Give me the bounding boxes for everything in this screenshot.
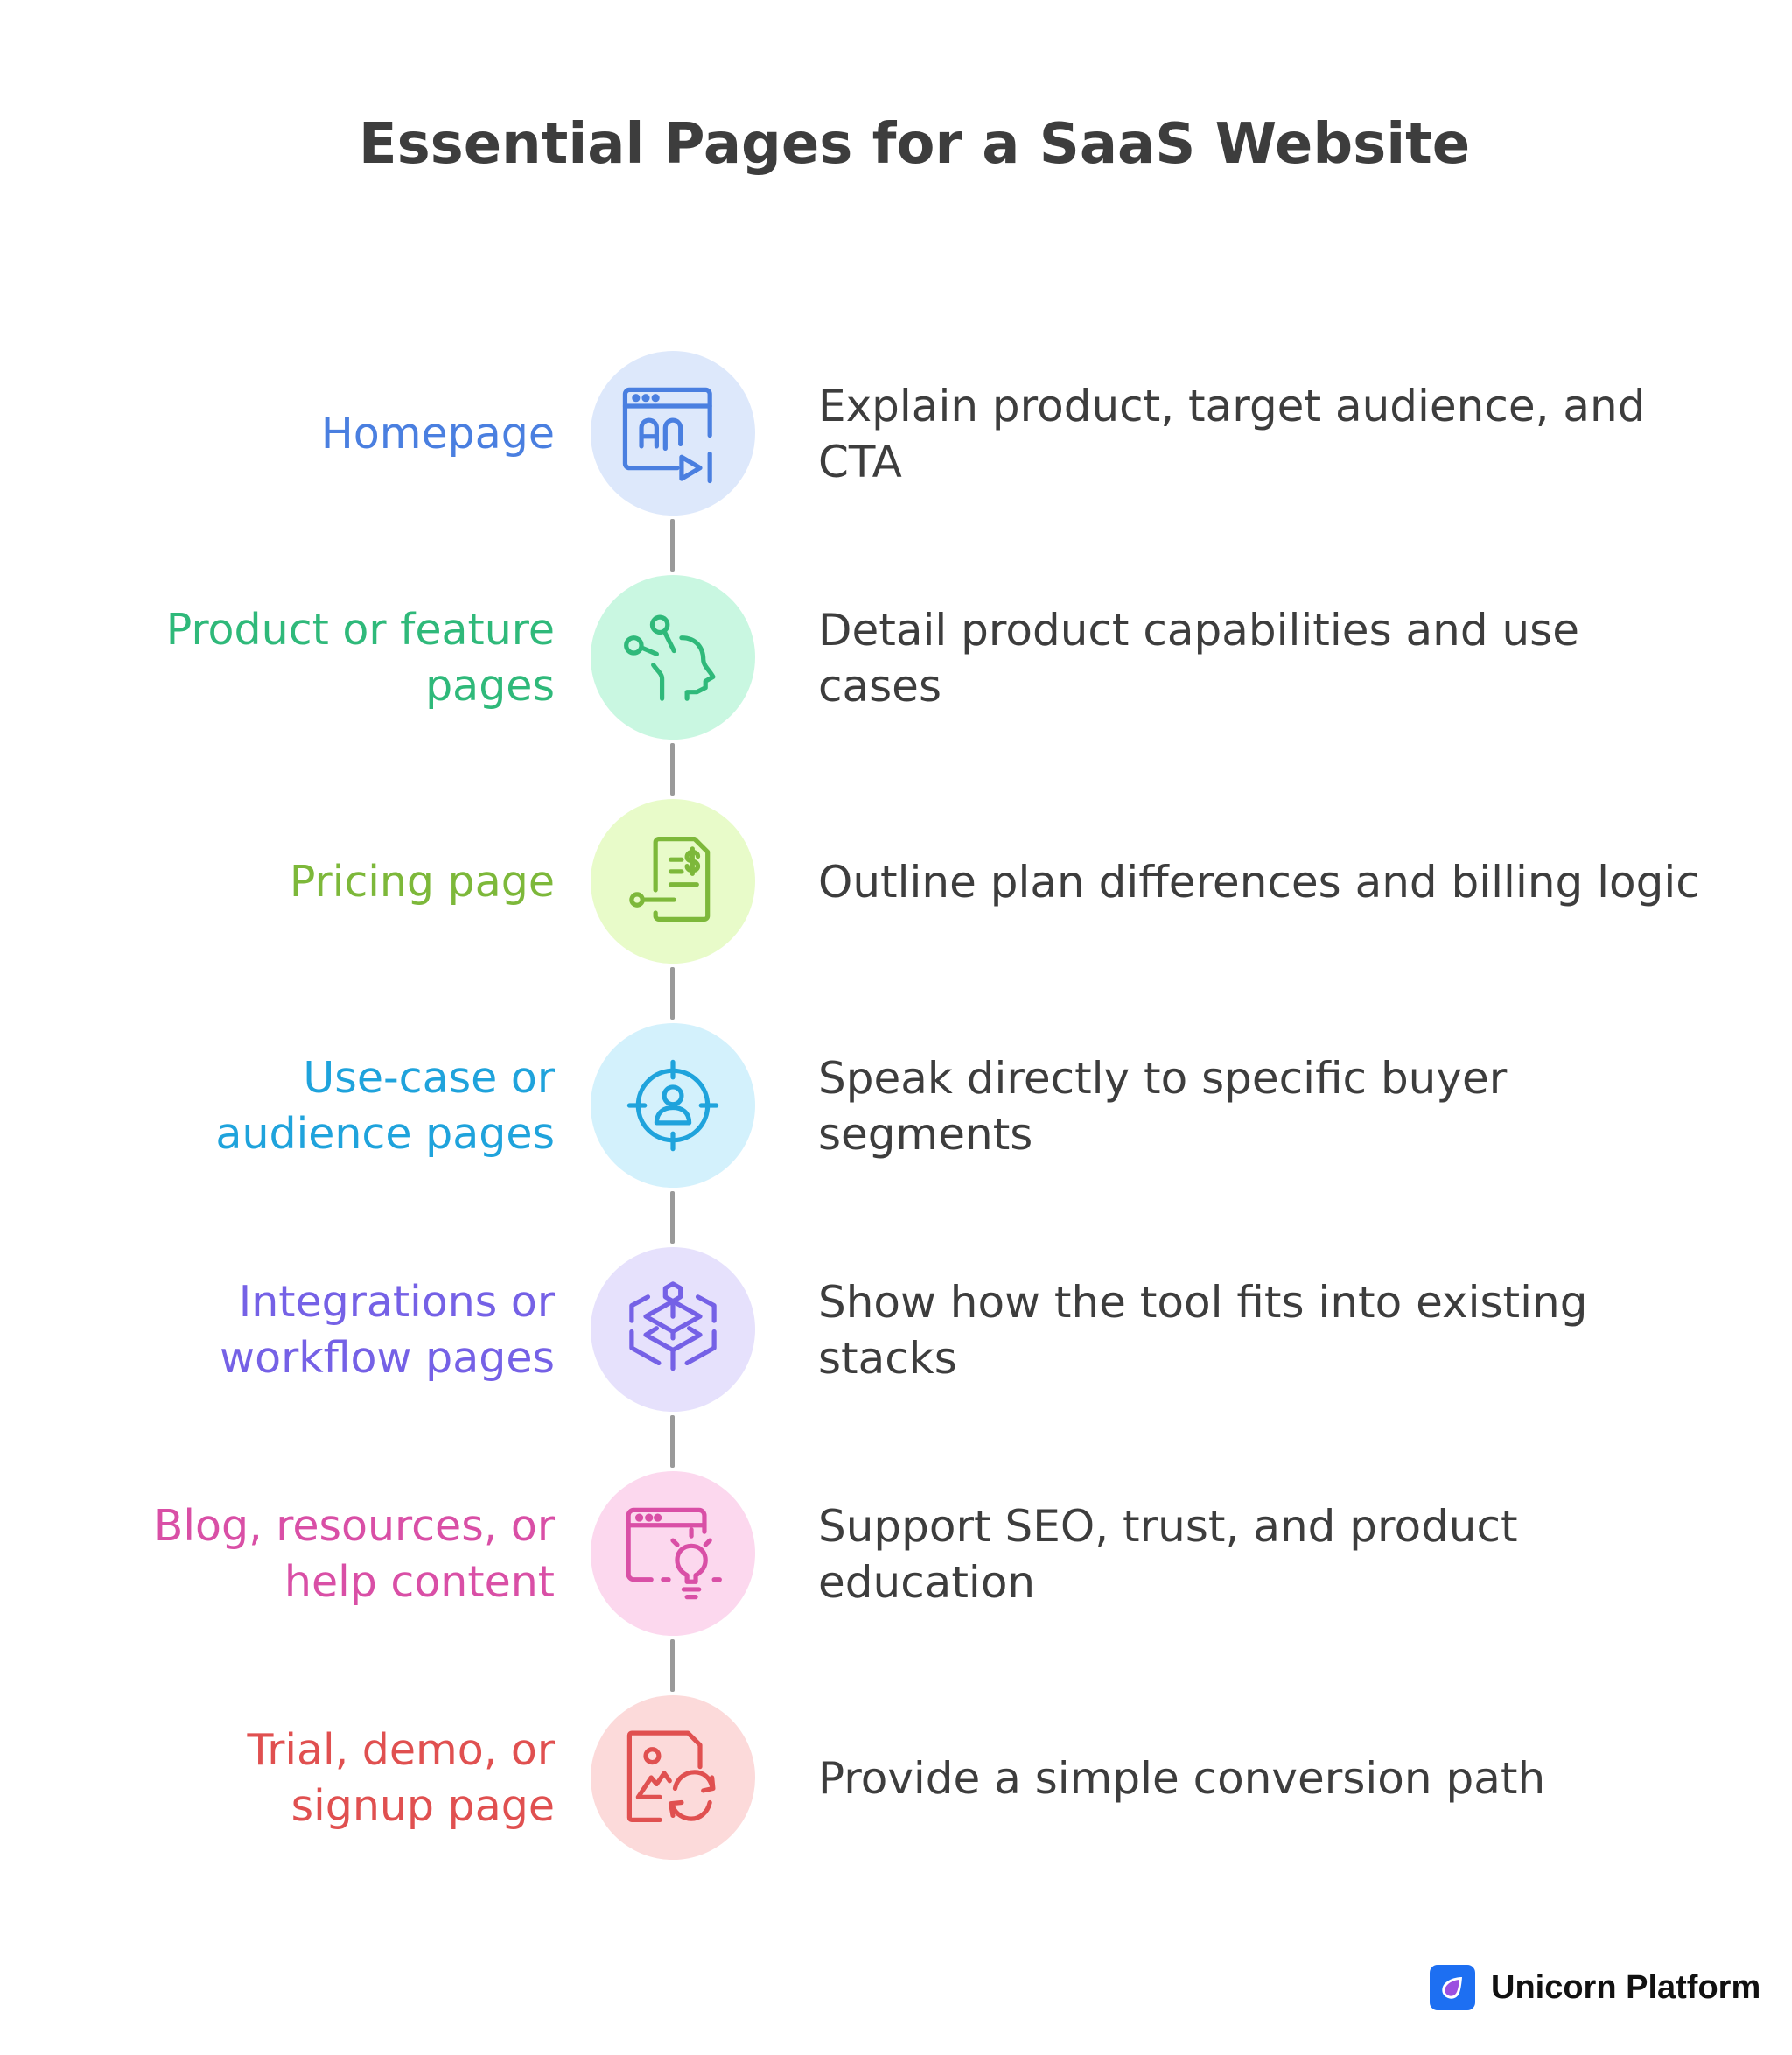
item-label: Pricing page: [289, 857, 555, 907]
connector-line: [670, 967, 675, 1020]
page-item-pricing: Pricing page Outline plan differences an…: [0, 799, 1792, 965]
page-item-blog-resources: Blog, resources, or help content Support…: [0, 1471, 1792, 1638]
document-image-refresh-icon: [626, 1730, 716, 1822]
item-icon-circle: [591, 575, 755, 740]
item-description: Explain product, target audience, and CT…: [818, 381, 1646, 487]
item-label: Homepage: [320, 409, 555, 459]
item-label: Integrations or workflow pages: [220, 1277, 555, 1383]
item-label: Use-case or audience pages: [215, 1053, 555, 1159]
brand-watermark: Unicorn Platform: [1430, 1963, 1760, 2012]
page-item-homepage: Homepage Explain product, target audienc…: [0, 351, 1792, 517]
item-label: Blog, resources, or help content: [153, 1501, 555, 1607]
item-description: Detail product capabilities and use case…: [818, 605, 1579, 712]
connector-line: [670, 519, 675, 572]
page-item-product-features: Product or feature pages Detail product …: [0, 575, 1792, 741]
invoice-dollar-icon: [629, 837, 710, 922]
brand-name: Unicorn Platform: [1491, 1968, 1761, 2006]
head-nodes-icon: [624, 614, 716, 701]
item-label: Product or feature pages: [165, 605, 555, 711]
page-item-trial-demo-signup: Trial, demo, or signup page Provide a si…: [0, 1695, 1792, 1862]
item-description: Speak directly to specific buyer segment…: [818, 1053, 1508, 1160]
item-description: Outline plan differences and billing log…: [818, 857, 1700, 908]
item-description: Support SEO, trust, and product educatio…: [818, 1501, 1518, 1608]
unicorn-platform-logo-icon: [1430, 1965, 1475, 2010]
item-icon-circle: [591, 1247, 755, 1412]
connector-line: [670, 1191, 675, 1244]
connector-line: [670, 1415, 675, 1468]
page-title: Essential Pages for a SaaS Website: [358, 112, 1471, 177]
item-icon-circle: [591, 1695, 755, 1860]
connector-line: [670, 1639, 675, 1692]
item-description: Provide a simple conversion path: [818, 1753, 1546, 1804]
item-icon-circle: [591, 1471, 755, 1636]
target-user-icon: [626, 1059, 719, 1152]
item-icon-circle: [591, 799, 755, 964]
browser-lightbulb-icon: [626, 1507, 722, 1600]
page-item-integrations-workflow: Integrations or workflow pages Show how …: [0, 1247, 1792, 1413]
item-label: Trial, demo, or signup page: [247, 1725, 555, 1831]
layered-stack-icon: [629, 1281, 717, 1371]
connector-line: [670, 743, 675, 796]
item-icon-circle: [591, 351, 755, 516]
browser-ad-play-icon: [622, 387, 712, 484]
page-item-use-case-audience: Use-case or audience pages Speak directl…: [0, 1023, 1792, 1189]
item-description: Show how the tool fits into existing sta…: [818, 1277, 1588, 1384]
item-icon-circle: [591, 1023, 755, 1188]
